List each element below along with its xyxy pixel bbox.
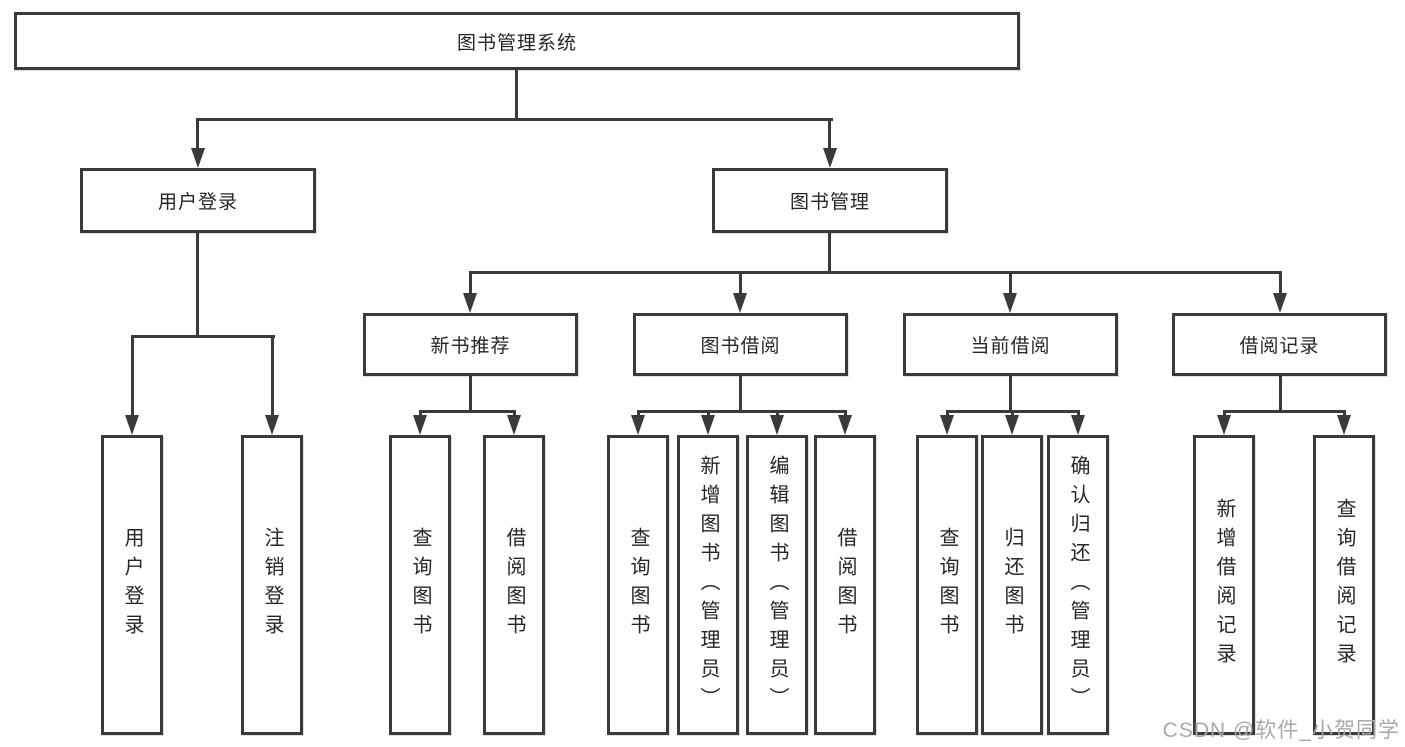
connector-to-new-book-recommend — [469, 271, 472, 297]
connector-borrowing-records-stem — [1279, 376, 1282, 413]
node-user-login-label: 用户登录 — [157, 192, 238, 213]
leaf-current-query-books: 查询图书 — [916, 435, 978, 735]
leaf-recommend-borrow-books-label: 借阅图书 — [503, 527, 525, 643]
connector-borrowing-records-branch — [1223, 410, 1346, 413]
connector-to-leaf-user-login — [131, 335, 134, 417]
leaf-user-login: 用户登录 — [101, 435, 163, 735]
node-book-management: 图书管理 — [712, 168, 948, 233]
arrowhead-current-confirm — [1071, 415, 1085, 435]
connector-to-borrowing-records — [1279, 271, 1282, 297]
node-current-borrowing-label: 当前借阅 — [970, 336, 1051, 357]
leaf-current-confirm-return-admin-label: 确认归还（管理员） — [1067, 454, 1089, 716]
leaf-borrowing-query-books: 查询图书 — [607, 435, 669, 735]
arrowhead-recommend-borrow — [507, 415, 521, 435]
connector-to-book-management — [828, 118, 831, 154]
arrowhead-current-query — [940, 415, 954, 435]
csdn-watermark: CSDN @软件_小贺同学 — [1162, 719, 1400, 742]
leaf-recommend-query-books-label: 查询图书 — [409, 527, 431, 643]
leaf-current-query-books-label: 查询图书 — [936, 527, 958, 643]
connector-book-borrowing-branch — [637, 410, 847, 413]
connector-root-stem — [515, 70, 518, 121]
connector-user-login-branch — [131, 335, 275, 338]
leaf-current-return-books: 归还图书 — [981, 435, 1043, 735]
arrowhead-borrowing-borrow — [838, 415, 852, 435]
leaf-current-return-books-label: 归还图书 — [1001, 527, 1023, 643]
node-current-borrowing: 当前借阅 — [903, 313, 1118, 376]
leaf-borrowing-add-books-admin: 新增图书（管理员） — [677, 435, 739, 735]
connector-to-current-borrowing — [1009, 271, 1012, 297]
node-root: 图书管理系统 — [14, 12, 1020, 70]
connector-root-branch — [196, 118, 833, 121]
node-book-management-label: 图书管理 — [789, 192, 870, 213]
arrowhead-recommend-query — [413, 415, 427, 435]
leaf-borrowing-edit-books-admin-label: 编辑图书（管理员） — [766, 454, 788, 716]
node-borrowing-records: 借阅记录 — [1172, 313, 1387, 376]
connector-book-borrowing-stem — [739, 376, 742, 413]
arrowhead-records-add — [1217, 415, 1231, 435]
node-root-label: 图书管理系统 — [456, 32, 577, 54]
leaf-logout-label: 注销登录 — [261, 527, 283, 643]
leaf-recommend-borrow-books: 借阅图书 — [483, 435, 545, 735]
node-borrowing-records-label: 借阅记录 — [1239, 336, 1320, 357]
leaf-user-login-label: 用户登录 — [121, 527, 143, 643]
arrowhead-borrowing-edit — [770, 415, 784, 435]
arrowhead-borrowing-records — [1273, 293, 1287, 313]
arrowhead-records-query — [1337, 415, 1351, 435]
connector-book-management-stem — [828, 233, 831, 274]
leaf-records-add-record: 新增借阅记录 — [1193, 435, 1255, 735]
leaf-borrowing-borrow-books: 借阅图书 — [814, 435, 876, 735]
arrowhead-user-login — [191, 148, 205, 168]
node-user-login: 用户登录 — [80, 168, 316, 233]
leaf-borrowing-edit-books-admin: 编辑图书（管理员） — [746, 435, 808, 735]
arrowhead-current-borrowing — [1003, 293, 1017, 313]
connector-new-book-recommend-branch — [419, 410, 516, 413]
connector-to-user-login — [196, 118, 199, 154]
leaf-records-add-record-label: 新增借阅记录 — [1213, 498, 1235, 672]
leaf-records-query-record: 查询借阅记录 — [1313, 435, 1375, 735]
arrowhead-current-return — [1005, 415, 1019, 435]
arrowhead-leaf-logout — [265, 415, 279, 435]
leaf-logout: 注销登录 — [241, 435, 303, 735]
leaf-current-confirm-return-admin: 确认归还（管理员） — [1047, 435, 1109, 735]
arrowhead-borrowing-add — [701, 415, 715, 435]
connector-book-management-branch — [469, 271, 1282, 274]
node-book-borrowing: 图书借阅 — [633, 313, 848, 376]
connector-to-book-borrowing — [739, 271, 742, 297]
connector-current-borrowing-stem — [1009, 376, 1012, 413]
arrowhead-book-management — [823, 148, 837, 168]
arrowhead-borrowing-query — [631, 415, 645, 435]
leaf-recommend-query-books: 查询图书 — [389, 435, 451, 735]
connector-to-leaf-logout — [271, 335, 274, 417]
leaf-borrowing-query-books-label: 查询图书 — [627, 527, 649, 643]
arrowhead-book-borrowing — [733, 293, 747, 313]
connector-user-login-stem — [196, 233, 199, 338]
leaf-borrowing-add-books-admin-label: 新增图书（管理员） — [697, 454, 719, 716]
leaf-records-query-record-label: 查询借阅记录 — [1333, 498, 1355, 672]
arrowhead-new-book-recommend — [463, 293, 477, 313]
node-new-book-recommend-label: 新书推荐 — [430, 336, 511, 357]
arrowhead-leaf-user-login — [125, 415, 139, 435]
leaf-borrowing-borrow-books-label: 借阅图书 — [834, 527, 856, 643]
node-new-book-recommend: 新书推荐 — [363, 313, 578, 376]
connector-new-book-recommend-stem — [469, 376, 472, 413]
node-book-borrowing-label: 图书借阅 — [700, 336, 781, 357]
